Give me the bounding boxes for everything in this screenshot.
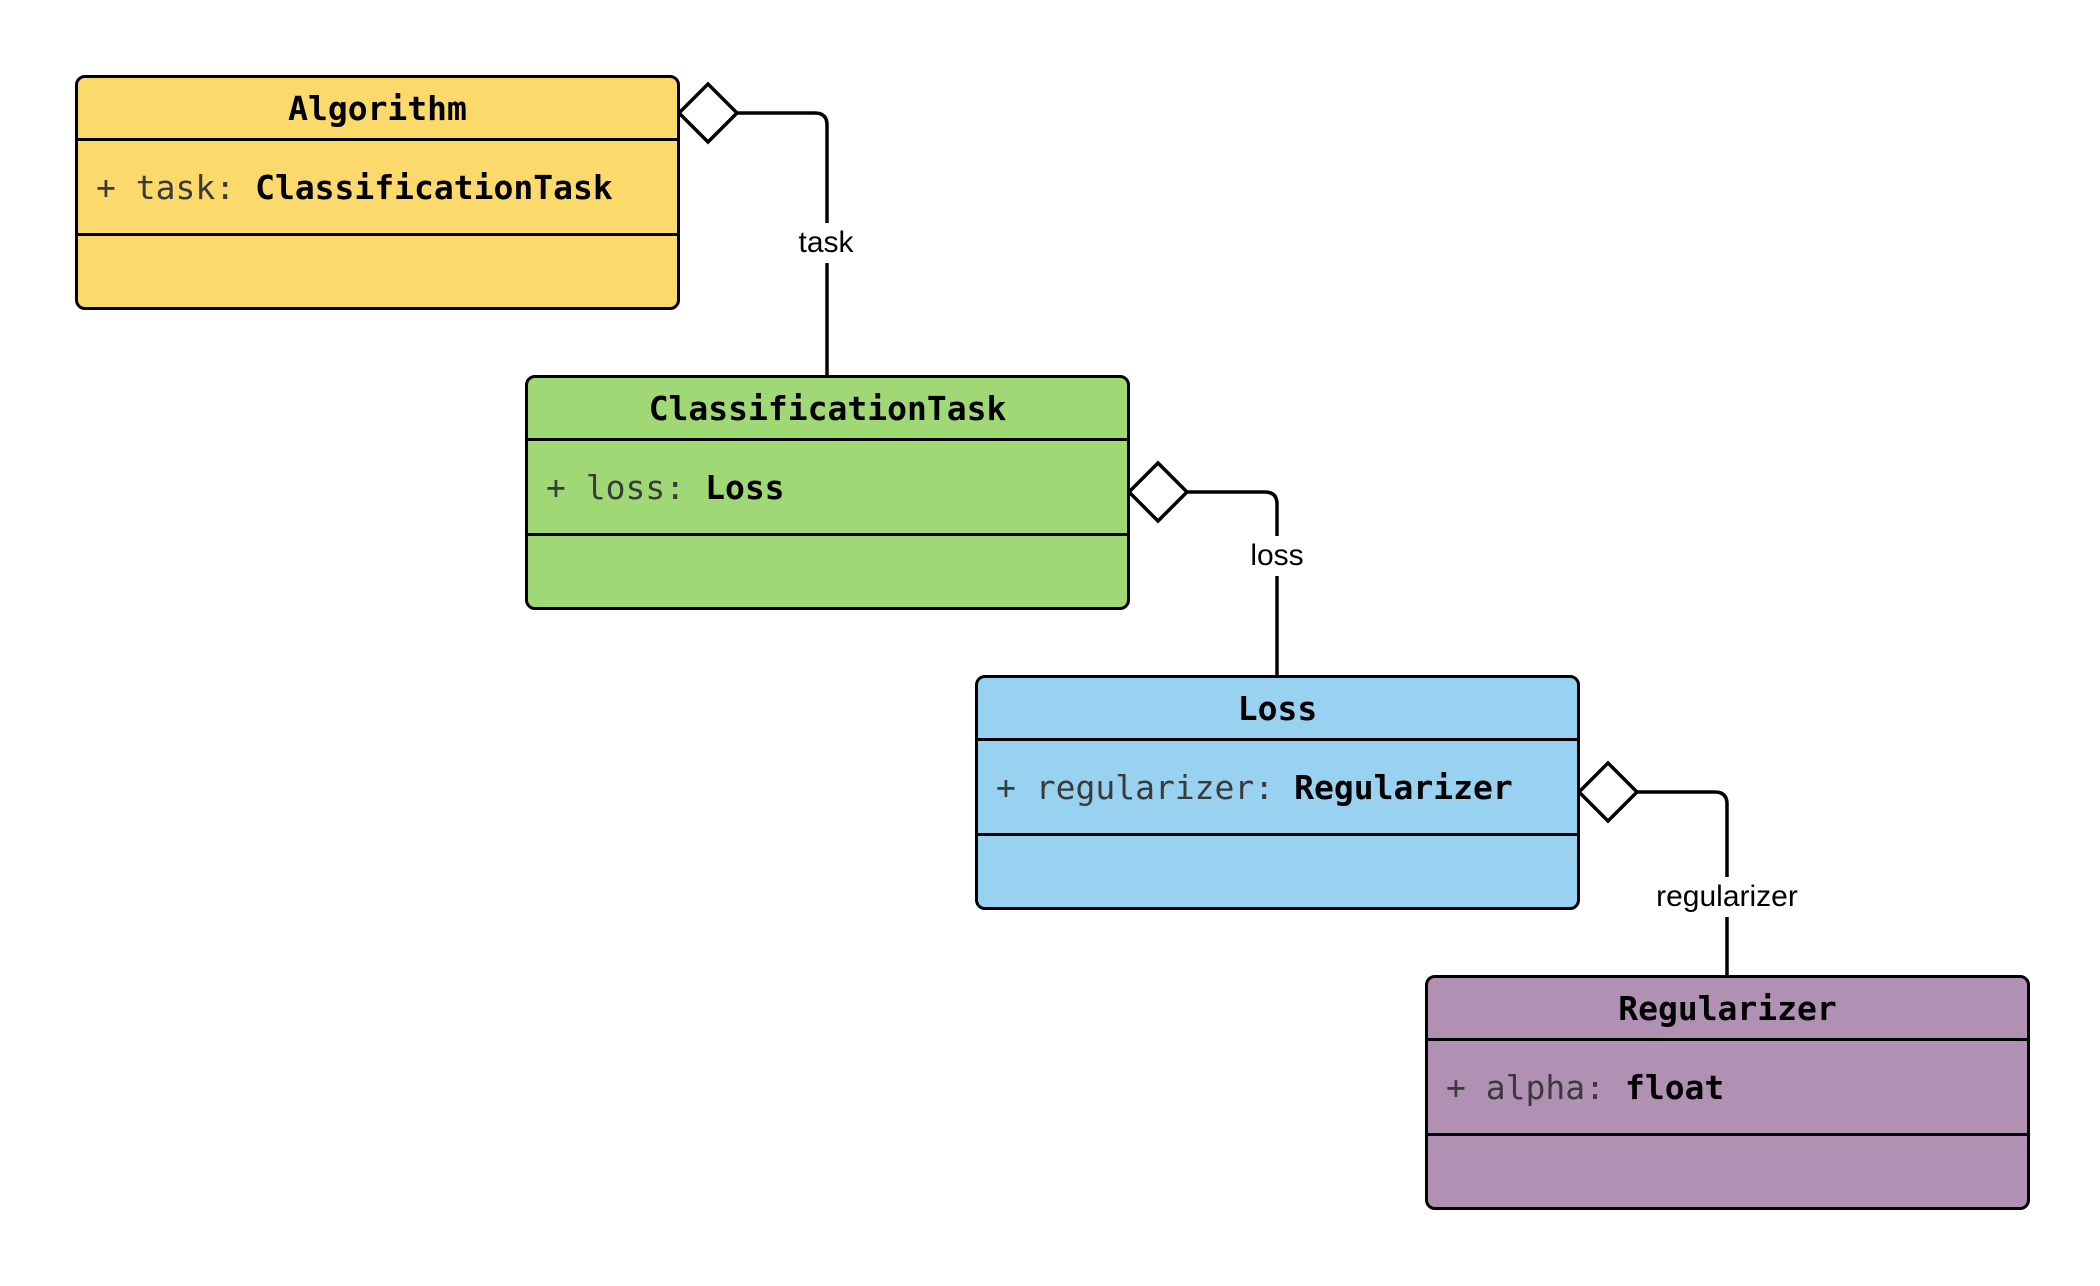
- class-box-loss: Loss + regularizer: Regularizer: [975, 675, 1580, 910]
- class-title: ClassificationTask: [648, 388, 1007, 428]
- attribute-type: ClassificationTask: [255, 167, 613, 207]
- aggregation-diamond-icon-task: [676, 81, 740, 145]
- aggregation-diamond-icon-regularizer: [1576, 760, 1640, 824]
- attribute-name: + loss:: [546, 467, 686, 507]
- edge-loss-line: [1187, 490, 1279, 675]
- class-methods-empty: [528, 533, 1127, 607]
- class-title: Loss: [1237, 688, 1318, 728]
- class-attributes: + alpha: float: [1428, 1038, 2027, 1133]
- class-box-regularizer: Regularizer + alpha: float: [1425, 975, 2030, 1210]
- class-attributes: + task: ClassificationTask: [78, 138, 677, 233]
- class-box-algorithm: Algorithm + task: ClassificationTask: [75, 75, 680, 310]
- edge-label-task: task: [792, 223, 860, 263]
- class-methods-empty: [978, 833, 1577, 907]
- class-attributes: + loss: Loss: [528, 438, 1127, 533]
- attribute-type: Loss: [705, 467, 785, 507]
- attribute-type: Regularizer: [1294, 767, 1513, 807]
- class-title: Algorithm: [288, 88, 467, 128]
- attribute-name: + alpha:: [1446, 1067, 1605, 1107]
- edge-label-regularizer: regularizer: [1650, 877, 1804, 917]
- class-attributes: + regularizer: Regularizer: [978, 738, 1577, 833]
- class-methods-empty: [78, 233, 677, 307]
- attribute-type: float: [1624, 1067, 1725, 1107]
- class-title: Regularizer: [1618, 988, 1837, 1028]
- class-methods-empty: [1428, 1133, 2027, 1207]
- attribute-name: + regularizer:: [996, 767, 1275, 807]
- class-box-classificationtask: ClassificationTask + loss: Loss: [525, 375, 1130, 610]
- edge-label-loss: loss: [1244, 536, 1310, 576]
- attribute-name: + task:: [96, 167, 236, 207]
- aggregation-diamond-icon-loss: [1126, 460, 1190, 524]
